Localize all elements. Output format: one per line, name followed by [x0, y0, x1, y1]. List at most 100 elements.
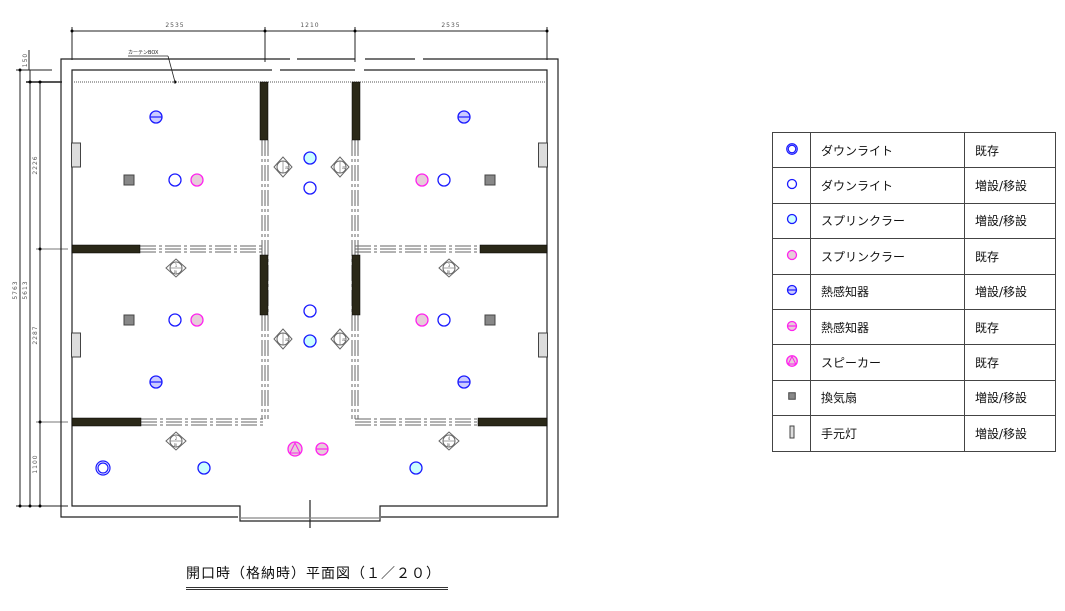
new-downlight-icon — [168, 173, 182, 187]
new-sprinkler-icon — [303, 151, 317, 165]
legend-status: 増設/移設 — [964, 202, 1056, 240]
ventilation-fan-icon — [787, 392, 796, 401]
hand-light-icon — [538, 142, 548, 168]
pl-number: 4 — [448, 436, 451, 441]
new-sprinkler-icon — [303, 334, 317, 348]
curtains — [71, 81, 548, 427]
pl-label: PL — [285, 164, 290, 169]
new-downlight-icon — [303, 181, 317, 195]
new-downlight-icon — [303, 304, 317, 318]
legend-status: 既存 — [964, 308, 1056, 346]
pl-number: 1 — [175, 263, 178, 268]
legend-icon-cell — [772, 415, 811, 452]
new-heat-detector-icon — [457, 375, 471, 389]
pl-label: PL — [174, 443, 179, 448]
legend-icon-cell — [772, 202, 811, 240]
pl-number: 2 — [175, 436, 178, 441]
pl-marker-icon: PL 2 — [165, 431, 187, 451]
dimension-segment-1: 2226 — [32, 155, 39, 174]
existing-sprinkler-icon — [190, 313, 204, 327]
pl-label: PL — [174, 270, 179, 275]
dimension-inner: 5613 — [22, 280, 29, 299]
new-heat-detector-icon — [149, 110, 163, 124]
pl-label: PL — [285, 336, 290, 341]
legend-status: 増設/移設 — [964, 415, 1056, 452]
hand-light-icon — [71, 142, 81, 168]
legend-name: スピーカー — [810, 344, 965, 381]
existing-sprinkler-icon — [415, 313, 429, 327]
legend-row: ダウンライト 増設/移設 — [772, 167, 1056, 204]
legend-status: 増設/移設 — [964, 167, 1056, 204]
legend-icon-cell — [772, 344, 811, 381]
new-heat-detector-icon — [786, 285, 797, 296]
existing-sprinkler-icon — [415, 173, 429, 187]
legend-icon-cell — [772, 308, 811, 346]
legend-icon-cell — [772, 131, 811, 169]
partitions — [140, 140, 480, 426]
legend-icon-cell — [772, 379, 811, 417]
legend-status: 増設/移設 — [964, 379, 1056, 417]
legend-icon-cell — [772, 273, 811, 310]
legend-status: 増設/移設 — [964, 273, 1056, 310]
dimension-top-right: 2535 — [441, 22, 460, 29]
existing-heat-detector-icon — [315, 442, 329, 456]
new-sprinkler-icon — [409, 461, 423, 475]
legend-row: 熱感知器 既存 — [772, 308, 1056, 346]
dimension-top-left: 2535 — [165, 22, 184, 29]
new-heat-detector-icon — [457, 110, 471, 124]
new-heat-detector-icon — [149, 375, 163, 389]
walls — [60, 55, 559, 528]
legend-row: ダウンライト 既存 — [772, 131, 1056, 169]
legend-row: 熱感知器 増設/移設 — [772, 273, 1056, 310]
pl-label: PL — [342, 336, 347, 341]
pl-label: PL — [447, 270, 452, 275]
pl-marker-icon: PL — [330, 156, 350, 178]
legend-name: スプリンクラー — [810, 202, 965, 240]
legend-row: 換気扇 増設/移設 — [772, 379, 1056, 417]
drawing-title: 開口時（格納時）平面図（１／２０） — [186, 563, 448, 590]
legend-name: スプリンクラー — [810, 238, 965, 275]
hand-light-icon — [71, 332, 81, 358]
dimension-total: 5763 — [12, 280, 19, 299]
dimension-top-center: 1210 — [300, 22, 319, 29]
ventilation-fan-icon — [484, 314, 496, 326]
legend-row: 手元灯 増設/移設 — [772, 415, 1056, 452]
existing-downlight-icon — [785, 142, 798, 155]
legend-status: 既存 — [964, 344, 1056, 381]
legend-status: 既存 — [964, 131, 1056, 169]
dimension-lines — [16, 27, 548, 507]
pl-label: PL — [447, 443, 452, 448]
pl-marker-icon: PL 3 — [438, 258, 460, 278]
new-sprinkler-icon — [197, 461, 211, 475]
existing-heat-detector-icon — [786, 320, 797, 331]
existing-downlight-icon — [95, 460, 111, 476]
legend-row: スプリンクラー 既存 — [772, 238, 1056, 275]
pl-marker-icon: PL — [273, 156, 293, 178]
legend-icon-cell — [772, 167, 811, 204]
speaker-icon — [785, 355, 798, 367]
pl-marker-icon: PL — [273, 328, 293, 350]
curtain-box-label: カーテンBOX — [128, 50, 159, 56]
dimension-segment-3: 1100 — [32, 454, 39, 473]
pl-marker-icon: PL — [330, 328, 350, 350]
legend-name: ダウンライト — [810, 131, 965, 169]
new-downlight-icon — [786, 178, 797, 190]
new-downlight-icon — [168, 313, 182, 327]
pl-number: 3 — [448, 263, 451, 268]
ventilation-fan-icon — [484, 174, 496, 186]
pl-marker-icon: PL 4 — [438, 431, 460, 451]
pl-label: PL — [342, 164, 347, 169]
legend-row: スプリンクラー 増設/移設 — [772, 202, 1056, 240]
legend-table: ダウンライト 既存 ダウンライト 増設/移設 スプリンクラー 増設/移設 スプリ… — [772, 131, 1056, 452]
legend-name: 熱感知器 — [810, 273, 965, 310]
legend-name: 換気扇 — [810, 379, 965, 417]
ventilation-fan-icon — [123, 174, 135, 186]
legend-icon-cell — [772, 238, 811, 275]
new-downlight-icon — [437, 313, 451, 327]
legend-name: 手元灯 — [810, 415, 965, 452]
new-downlight-icon — [437, 173, 451, 187]
legend-row: スピーカー 既存 — [772, 344, 1056, 381]
hand-light-icon — [538, 332, 548, 358]
existing-sprinkler-icon — [190, 173, 204, 187]
